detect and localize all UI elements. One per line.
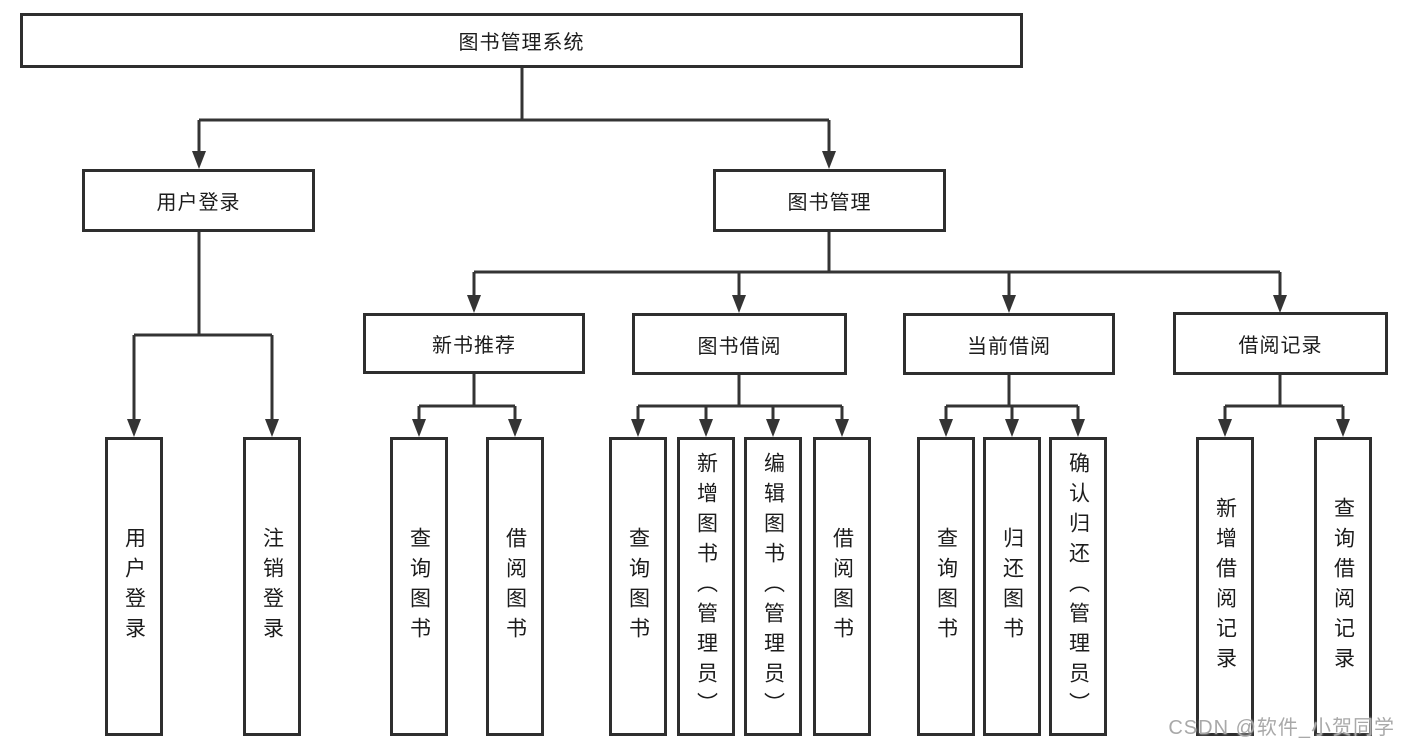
leaf-return-book: 归还图书 <box>983 437 1041 736</box>
leaf-query-borrow-record-label: 查询借阅记录 <box>1331 496 1355 677</box>
node-root-label: 图书管理系统 <box>458 32 585 54</box>
node-book-management: 图书管理 <box>713 169 946 232</box>
node-user-login-label: 用户登录 <box>156 192 241 214</box>
node-current-borrow-label: 当前借阅 <box>967 335 1051 358</box>
leaf-confirm-return-admin: 确认归还（管理员） <box>1049 437 1107 736</box>
node-root: 图书管理系统 <box>20 13 1023 68</box>
leaf-borrow-book-recommend: 借阅图书 <box>486 437 544 736</box>
node-borrow-records-label: 借阅记录 <box>1238 335 1323 357</box>
leaf-query-book-recommend-label: 查询图书 <box>407 526 431 647</box>
leaf-query-book-recommend: 查询图书 <box>390 437 448 736</box>
leaf-edit-book-admin: 编辑图书（管理员） <box>744 437 802 736</box>
node-user-login: 用户登录 <box>82 169 315 232</box>
leaf-borrow-book: 借阅图书 <box>813 437 871 736</box>
leaf-confirm-return-admin-label: 确认归还（管理员） <box>1066 451 1090 722</box>
node-book-borrow-label: 图书借阅 <box>697 335 782 358</box>
node-current-borrow: 当前借阅 <box>903 313 1115 375</box>
leaf-query-book-current-label: 查询图书 <box>934 526 958 647</box>
leaf-user-login-label: 用户登录 <box>122 526 146 647</box>
leaf-query-book-borrow: 查询图书 <box>609 437 667 736</box>
node-borrow-records: 借阅记录 <box>1173 312 1388 375</box>
leaf-borrow-book-label: 借阅图书 <box>830 526 854 647</box>
leaf-add-book-admin: 新增图书（管理员） <box>677 437 735 736</box>
leaf-add-borrow-record: 新增借阅记录 <box>1196 437 1254 736</box>
leaf-logout-label: 注销登录 <box>260 526 284 647</box>
leaf-return-book-label: 归还图书 <box>1000 526 1024 647</box>
leaf-add-borrow-record-label: 新增借阅记录 <box>1213 496 1237 677</box>
csdn-watermark: CSDN @软件_小贺同学 <box>1168 717 1395 739</box>
leaf-query-book-current: 查询图书 <box>917 437 975 736</box>
leaf-logout: 注销登录 <box>243 437 301 736</box>
node-book-management-label: 图书管理 <box>787 192 872 214</box>
leaf-query-borrow-record: 查询借阅记录 <box>1314 437 1372 736</box>
leaf-user-login: 用户登录 <box>105 437 163 736</box>
arrowhead-icons <box>127 151 1350 437</box>
node-book-borrow: 图书借阅 <box>632 313 847 375</box>
leaf-add-book-admin-label: 新增图书（管理员） <box>694 451 718 722</box>
node-new-book-recommend: 新书推荐 <box>363 313 585 374</box>
leaf-borrow-book-recommend-label: 借阅图书 <box>503 526 527 647</box>
node-new-book-recommend-label: 新书推荐 <box>432 335 516 357</box>
leaf-query-book-borrow-label: 查询图书 <box>626 526 650 647</box>
leaf-edit-book-admin-label: 编辑图书（管理员） <box>761 451 785 722</box>
